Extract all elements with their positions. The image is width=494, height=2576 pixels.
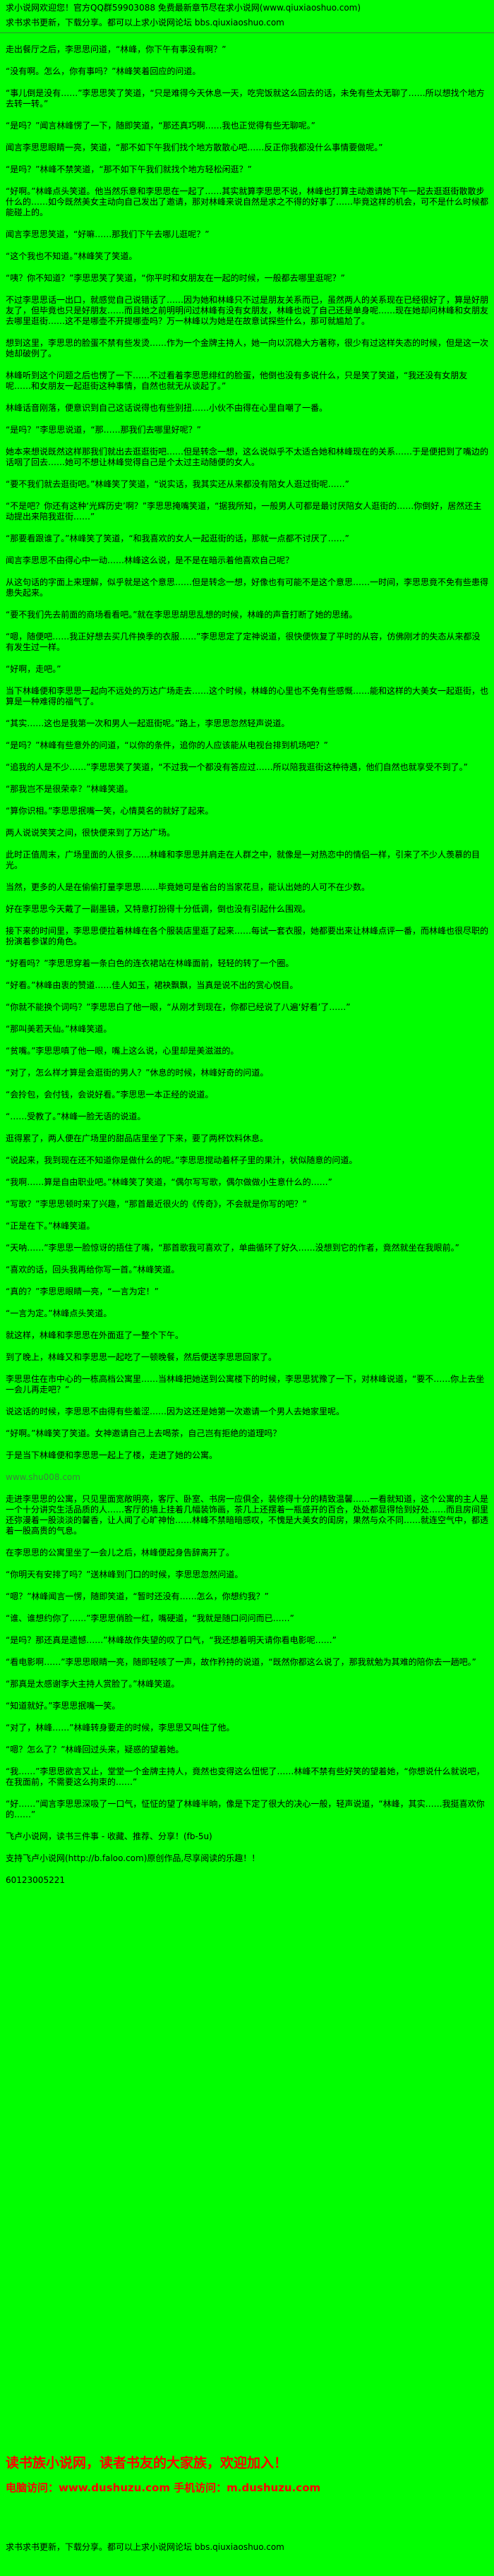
novel-paragraph: 逛得累了，两人便在广场里的甜品店里坐了下来，要了两杯饮料休息。 (6, 1133, 269, 1143)
novel-paragraph: “那真是太感谢李大主持人赏脸了。”林峰笑道。 (6, 1679, 180, 1689)
dushuzu-promo: 读书族小说网，读者书友的大家族，欢迎加入！ 电脑访问：www.dushuzu.c… (6, 2455, 320, 2495)
novel-paragraph: “事儿倒是没有……”李思思笑了笑道，“只是难得今天休息一天，吃完饭就这么回去的话… (6, 88, 485, 109)
novel-paragraph: 好在李思思今天戴了一副墨镜，又特意打扮得十分低调，倒也没有引起什么围观。 (6, 904, 311, 914)
novel-paragraph: “是吗？”林峰不禁笑道，“那不如下午我们就找个地方轻松闲逛？” (6, 164, 252, 174)
chapter-content: 走出餐厅之后，李思思问道，“林峰，你下午有事没有啊？” “没有啊。怎么，你有事吗？… (0, 44, 494, 1820)
novel-paragraph: 就这样，林峰和李思思在外面逛了一整个下午。 (6, 1330, 184, 1340)
novel-paragraph: 接下来的时间里，李思思便拉着林峰在各个服装店里逛了起来……每试一套衣服，她都要出… (6, 926, 489, 946)
novel-paragraph: “我……”李思思欲言又止，堂堂一个金牌主持人，竟然也变得这么忸怩了……林峰不禁有… (6, 1767, 485, 1787)
novel-paragraph: “谁、谁想约你了……”李思思俏脸一红，嘴硬道，“我就是随口问问而已……” (6, 1613, 294, 1623)
novel-paragraph: “一言为定。”林峰点头笑道。 (6, 1308, 112, 1318)
novel-paragraph: “对了，怎么样才算是会逛街的男人？”休息的时候，林峰好奇的问道。 (6, 1068, 269, 1078)
novel-paragraph: “会拎包，会付钱，会说好看。”李思思一本正经的说道。 (6, 1090, 214, 1100)
novel-paragraph: “好啊。”林峰点头笑道。他当然乐意和李思思在一起了……其实就算李思思不说，林峰也… (6, 186, 489, 217)
site-header: 求小说网欢迎您！官方QQ群59903088 免费最新章节尽在求小说网(www.q… (0, 0, 494, 28)
novel-paragraph: “看电影啊……”李思思眼睛一亮，随即轻咳了一声，故作矜持的说道，“既然你都这么说… (6, 1657, 476, 1667)
novel-paragraph: “好看。”林峰由衷的赞道……佳人如玉，裙袂飘飘，当真是说不出的赏心悦目。 (6, 980, 299, 990)
novel-paragraph: 当下林峰便和李思思一起向不远处的万达广场走去……这个时候，林峰的心里也不免有些感… (6, 686, 489, 706)
novel-paragraph: “好啊。”林峰笑了笑道。女神邀请自己上去喝茶，自己岂有拒绝的道理吗？ (6, 1428, 282, 1438)
novel-paragraph: “是吗？”李思思说道，“那……那我们去哪里好呢？” (6, 425, 201, 435)
forum-line: 求书求书更新，下载分享。都可以上求小说网论坛 bbs.qiuxiaoshuo.c… (6, 18, 488, 28)
novel-paragraph: 林峰听到这个问题之后也愣了一下……不过看着李思思绯红的脸蛋，他倒也没有多说什么，… (6, 371, 468, 391)
novel-paragraph: “贫嘴。”李思思嗔了他一眼，嘴上这么说，心里却是美滋滋的。 (6, 1046, 239, 1056)
novel-paragraph: 想到这里，李思思的脸蛋不禁有些发烫……作为一个金牌主持人，她一向以沉稳大方著称，… (6, 338, 489, 359)
forum-bottom-text: 求书求书更新，下载分享。都可以上求小说网论坛 (6, 2542, 195, 2552)
novel-paragraph: “是吗？”林峰有些意外的问道，“以你的条件，追你的人应该能从电视台排到机场吧？” (6, 740, 328, 750)
faloo-promo: 飞卢小说网，读书三件事 - 收藏、推荐、分享！(fb-5u) 支持飞卢小说网(h… (0, 1831, 494, 1886)
novel-paragraph: “说起来，我到现在还不知道你是做什么的呢。”李思思搅动着杯子里的果汁，状似随意的… (6, 1155, 358, 1165)
novel-paragraph: “那叫美若天仙。”林峰笑道。 (6, 1024, 112, 1034)
watermark-link[interactable]: www.shu008.com (6, 1472, 80, 1482)
novel-paragraph: “不是吧？你还有这种‘光辉历史’啊？”李思思掩嘴笑道，“据我所知，一般男人可都是… (6, 501, 482, 522)
novel-paragraph: 闻言李思思不由得心中一动……林峰这么说，是不是在暗示着他喜欢自己呢？ (6, 555, 294, 565)
novel-paragraph: 走进李思思的公寓，只见里面宽敞明亮，客厅、卧室、书房一应俱全，装修得十分的精致温… (6, 1494, 489, 1536)
novel-paragraph: “追我的人是不少……”李思思笑了笑道，“不过我一个都没有答应过……所以陪我逛街这… (6, 762, 468, 772)
header-divider (0, 32, 494, 33)
novel-paragraph: 林峰话音刚落，便意识到自己这话说得也有些别扭……小伙不由得在心里自嘲了一番。 (6, 403, 328, 413)
novel-paragraph: “你明天有安排了吗？”送林峰到门口的时候，李思思忽然问道。 (6, 1570, 243, 1579)
novel-paragraph: “好……”闻言李思思深吸了一口气，怔怔的望了林峰半晌，像是下定了很大的决心一般，… (6, 1799, 485, 1819)
novel-paragraph: “要不我们就去逛街吧。”林峰笑了笑道，“说实话，我其实还从来都没有陪女人逛过街呢… (6, 479, 349, 489)
novel-paragraph: “正是在下。”林峰笑道。 (6, 1221, 95, 1231)
novel-paragraph: 此时正值周末，广场里面的人很多……林峰和李思思并肩走在人群之中，就像是一对热恋中… (6, 850, 481, 870)
faloo-slogan: 飞卢小说网，读书三件事 - 收藏、推荐、分享！(fb-5u) (6, 1831, 212, 1841)
novel-paragraph: 闻言李思思笑道，“好嘛……那我们下午去哪儿逛呢？” (6, 229, 210, 239)
novel-paragraph: 到了晚上，林峰又和李思思一起吃了一顿晚餐，然后便送李思思回家了。 (6, 1352, 277, 1362)
novel-paragraph: “写歌？”李思思顿时来了兴趣，“那首最近很火的《传奇》，不会就是你写的吧？” (6, 1199, 307, 1209)
novel-paragraph: “要不我们先去前面的商场看看吧。”就在李思思胡思乱想的时候，林峰的声音打断了她的… (6, 610, 358, 620)
novel-paragraph: “好看吗？”李思思穿着一条白色的连衣裙站在林峰面前，轻轻的转了一个圈。 (6, 958, 294, 968)
novel-paragraph: “你就不能换个词吗？”李思思白了他一眼，“从刚才到现在，你都已经说了八遍‘好看’… (6, 1002, 351, 1012)
novel-paragraph: 两人说说笑笑之间，很快便来到了万达广场。 (6, 828, 176, 838)
novel-paragraph: “其实……这也是我第一次和男人一起逛街呢。”路上，李思思忽然轻声说道。 (6, 718, 290, 728)
novel-paragraph: “天呐……”李思思一脸惊讶的捂住了嘴，“那首歌我可喜欢了，单曲循环了好久……没想… (6, 1243, 459, 1253)
novel-paragraph: 从这句话的字面上来理解，似乎就是这个意思……但是转念一想，好像也有可能不是这个意… (6, 577, 489, 598)
forum-line-bottom: 求书求书更新，下载分享。都可以上求小说网论坛 bbs.qiuxiaoshuo.c… (6, 2542, 284, 2553)
novel-paragraph: “嗯，随便吧……我正好想去买几件换季的衣服……”李思思定了定神说道，很快便恢复了… (6, 632, 481, 652)
novel-paragraph: 于是当下林峰便和李思思一起上了楼，走进了她的公寓。 (6, 1450, 218, 1460)
novel-paragraph: 不过李思思话一出口，就感觉自己说错话了……因为她和林峰只不过是朋友关系而已，虽然… (6, 295, 489, 326)
novel-paragraph: “算你识相。”李思思抿嘴一笑，心情莫名的就好了起来。 (6, 806, 214, 816)
novel-paragraph: “真的？”李思思眼睛一亮，“一言为定！” (6, 1287, 159, 1296)
novel-paragraph: “……受教了。”林峰一脸无语的说道。 (6, 1112, 146, 1121)
novel-paragraph: “我啊……算是自由职业吧。”林峰笑了笑道，“偶尔写写歌，偶尔做做小生意什么的……… (6, 1177, 332, 1187)
novel-paragraph: “对了，林峰……”林峰转身要走的时候，李思思又叫住了他。 (6, 1723, 235, 1733)
novel-paragraph: “喜欢的话，回头我再给你写一首。”林峰笑道。 (6, 1265, 180, 1275)
dushuzu-title: 读书族小说网，读者书友的大家族，欢迎加入！ (6, 2455, 288, 2471)
novel-paragraph: “好啊，走吧。” (6, 664, 61, 674)
book-code: 60123005221 (6, 1875, 65, 1885)
novel-paragraph: “嗯？”林峰闻言一愣，随即笑道，“暂时还没有……怎么，你想约我？” (6, 1591, 269, 1601)
novel-paragraph: 在李思思的公寓里坐了一会儿之后，林峰便起身告辞离开了。 (6, 1548, 235, 1558)
novel-paragraph: “是吗？”闻言林峰愣了一下，随即笑道，“那还真巧啊……我也正觉得有些无聊呢。” (6, 121, 315, 131)
welcome-line: 求小说网欢迎您！官方QQ群59903088 免费最新章节尽在求小说网(www.q… (6, 3, 361, 13)
novel-paragraph: “那我岂不是很荣幸？”林峰笑道。 (6, 784, 133, 794)
novel-paragraph: “嗯？怎么了？”林峰回过头来，疑惑的望着她。 (6, 1745, 184, 1755)
novel-paragraph: 说这话的时候，李思思不由得有些羞涩……因为这还是她第一次邀请一个男人去她家里呢。 (6, 1407, 345, 1416)
novel-paragraph: 李思思住在市中心的一栋高档公寓里……当林峰把她送到公寓楼下的时候，李思思犹豫了一… (6, 1374, 485, 1395)
novel-paragraph: “没有啊。怎么，你有事吗？”林峰笑着回应的问道。 (6, 66, 201, 76)
dushuzu-urls[interactable]: 电脑访问：www.dushuzu.com 手机访问：m.dushuzu.com (6, 2481, 321, 2494)
novel-paragraph: 她本来想说既然这样那我们就出去逛逛街吧……但是转念一想，这么说似乎不太适合她和林… (6, 447, 489, 467)
forum-line-text: 求书求书更新，下载分享。都可以上求小说网论坛 (6, 18, 195, 28)
novel-paragraph: “知道就好。”李思思抿嘴一笑。 (6, 1701, 121, 1711)
novel-paragraph: “是吗？那还真是遗憾……”林峰故作失望的叹了口气，“我还想着明天请你看电影呢……… (6, 1635, 337, 1645)
novel-paragraph: “咦？你不知道？”李思思笑了笑道，“你平时和女朋友在一起的时候，一般都去哪里逛呢… (6, 273, 345, 283)
novel-paragraph: 闻言李思思眼睛一亮，笑道，“那不如下午我们找个地方散散心吧……反正你我都没什么事… (6, 143, 383, 152)
novel-paragraph: “那要看跟谁了。”林峰笑了笑道，“和我喜欢的女人一起逛街的话，那就一点都不讨厌了… (6, 534, 349, 543)
forum-bottom-link[interactable]: bbs.qiuxiaoshuo.com (194, 2542, 284, 2552)
forum-link[interactable]: bbs.qiuxiaoshuo.com (194, 18, 284, 28)
novel-paragraph: 走出餐厅之后，李思思问道，“林峰，你下午有事没有啊？” (6, 44, 227, 54)
novel-paragraph: “这个我也不知道。”林峰笑了笑道。 (6, 251, 138, 261)
novel-paragraph: 当然，更多的人是在偷偷打量李思思……毕竟她可是省台的当家花旦，能认出她的人可不在… (6, 882, 370, 892)
faloo-support-line[interactable]: 支持飞卢小说网(http://b.faloo.com)原创作品,尽享阅读的乐趣！… (6, 1853, 260, 1863)
